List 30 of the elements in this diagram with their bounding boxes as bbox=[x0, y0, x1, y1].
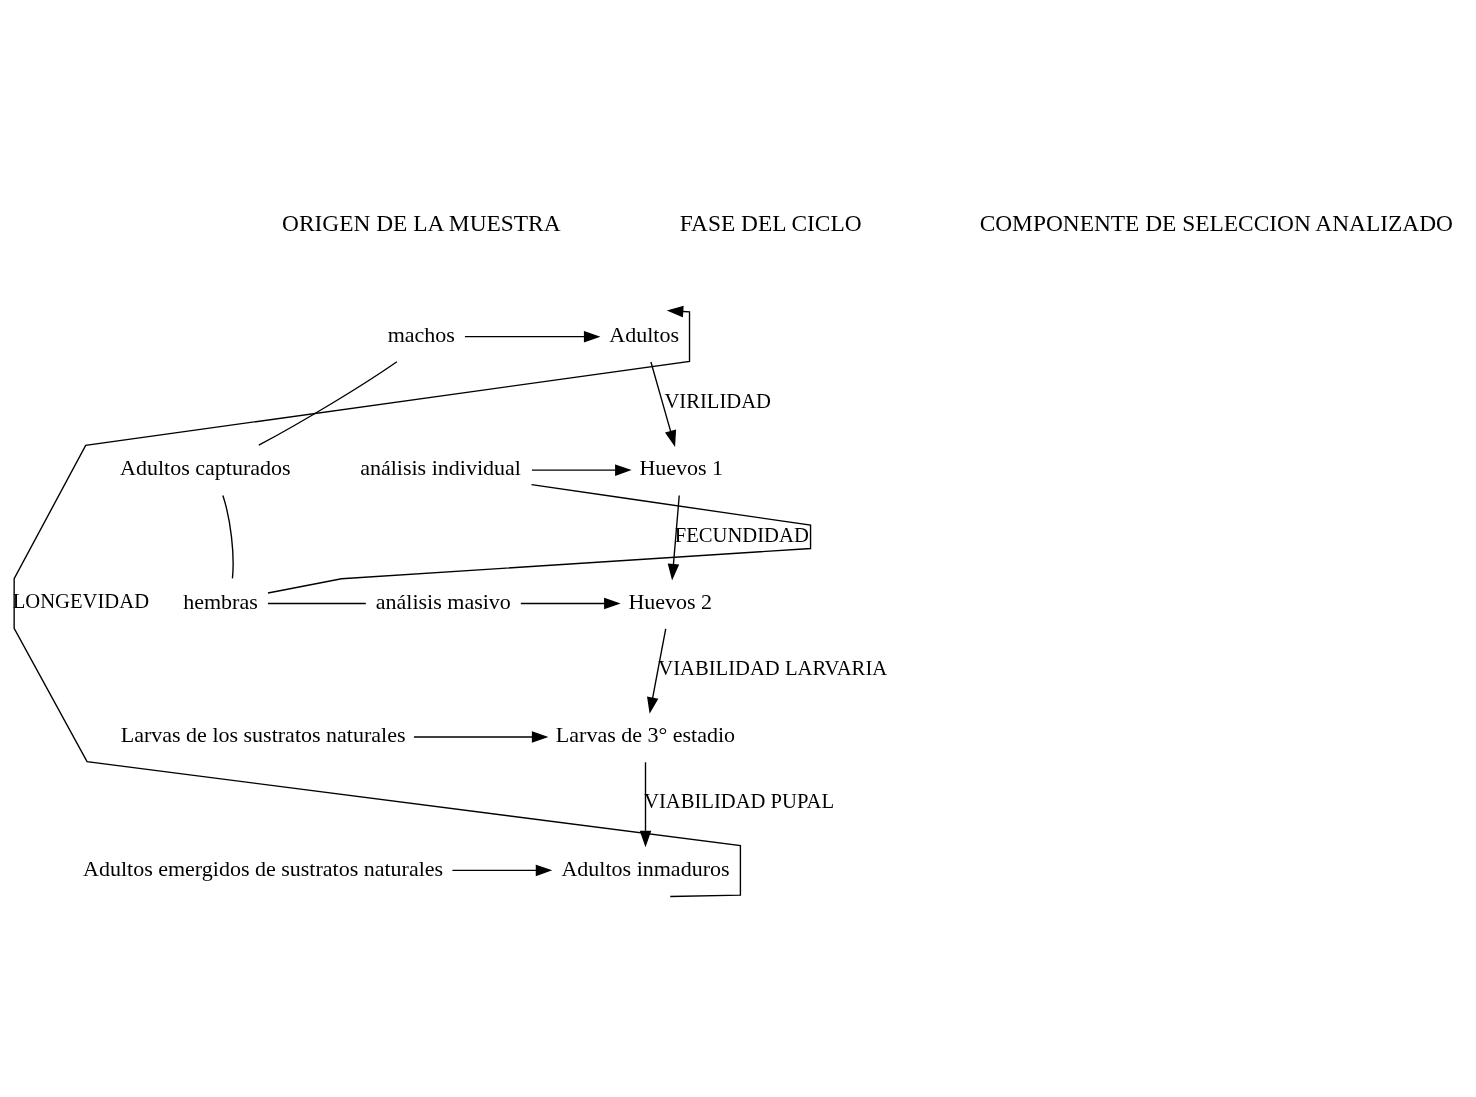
arrow bbox=[667, 494, 680, 581]
arrow bbox=[531, 464, 632, 476]
arrow bbox=[520, 597, 621, 610]
connector bbox=[258, 361, 398, 446]
arrow bbox=[650, 361, 677, 447]
node-text: análisis masivo bbox=[375, 588, 511, 614]
edge-label: VIABILIDAD LARVARIA bbox=[658, 657, 888, 680]
arrow bbox=[13, 305, 742, 898]
edge-label: VIRILIDAD bbox=[664, 390, 771, 413]
label: COMPONENTE DE SELECCION ANALIZADO bbox=[979, 209, 1453, 236]
node-text: Huevos 1 bbox=[639, 455, 724, 481]
label: ORIGEN DE LA MUESTRA bbox=[282, 209, 561, 236]
connector bbox=[267, 483, 812, 594]
arrow bbox=[464, 330, 601, 343]
node-text: Larvas de 3° estadio bbox=[555, 722, 736, 748]
arrow bbox=[451, 864, 553, 877]
connector bbox=[267, 602, 367, 605]
node-text: Adultos emergidos de sustratos naturales bbox=[83, 855, 444, 881]
label: FASE DEL CICLO bbox=[679, 209, 862, 236]
node-text: Larvas de los sustratos naturales bbox=[120, 722, 406, 748]
node-text: Adultos capturados bbox=[120, 455, 291, 481]
node-text: Huevos 2 bbox=[628, 588, 713, 614]
arrow bbox=[647, 628, 667, 714]
node-text: análisis individual bbox=[360, 455, 521, 481]
node-text: Adultos inmaduros bbox=[561, 855, 730, 881]
connector bbox=[222, 494, 234, 580]
node-text: machos bbox=[387, 321, 455, 347]
node-text: hembras bbox=[183, 588, 258, 614]
arrow bbox=[413, 731, 549, 743]
node-text: Adultos bbox=[609, 321, 679, 347]
